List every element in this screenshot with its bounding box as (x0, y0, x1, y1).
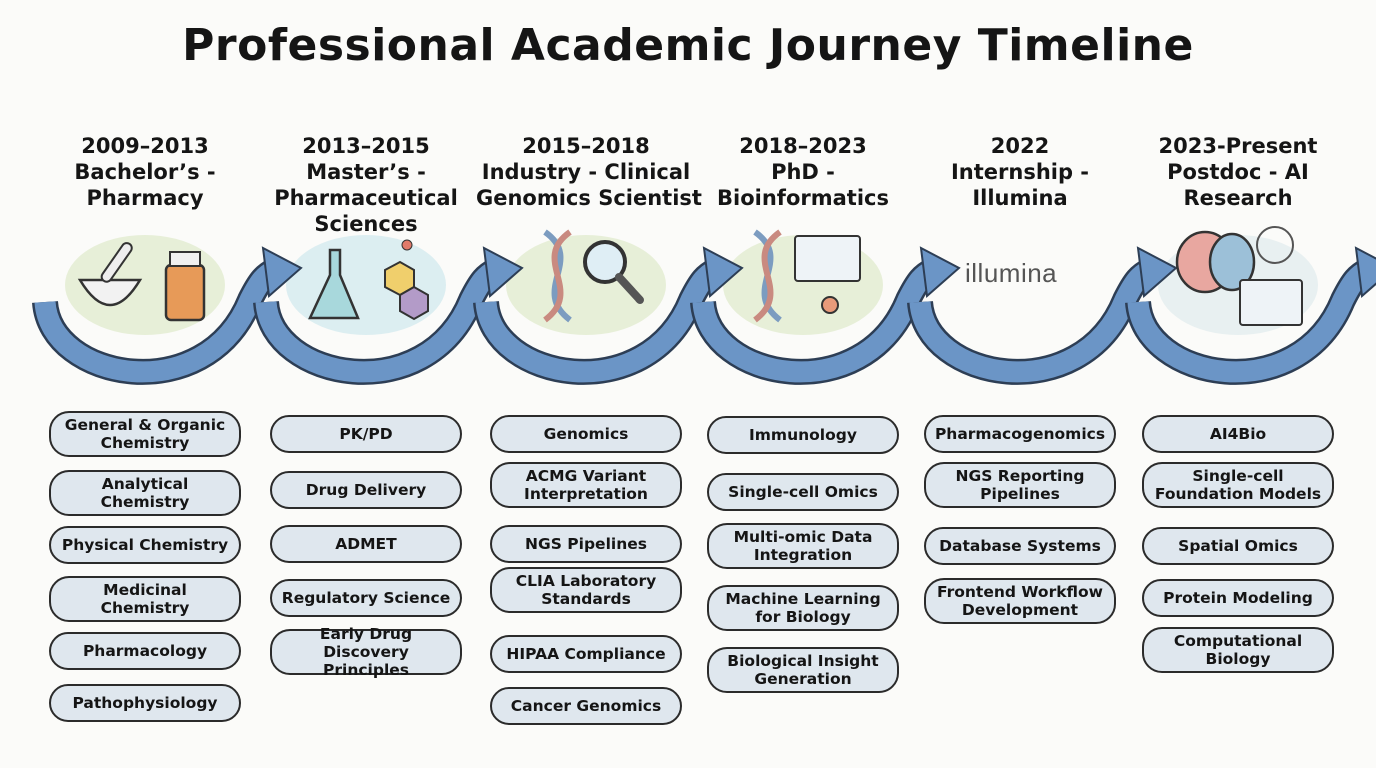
molecule-ring-icon (399, 285, 429, 321)
stage-line2: Pharmacy (86, 186, 204, 210)
skill-pill: CLIA Laboratory Standards (490, 567, 682, 613)
skill-pill: ACMG Variant Interpretation (490, 462, 682, 508)
stage-line3: Sciences (314, 212, 418, 236)
skill-pill: Protein Modeling (1142, 579, 1334, 617)
bottle-cap-icon (169, 251, 201, 267)
skill-pill: Physical Chemistry (49, 526, 241, 564)
skill-pill: Drug Delivery (270, 471, 462, 509)
pill-bottle-icon (164, 263, 206, 322)
skill-pill: Machine Learning for Biology (707, 585, 899, 631)
timeline-arrow (34, 260, 280, 383)
skill-pill: AI4Bio (1142, 415, 1334, 453)
skill-pill: HIPAA Compliance (490, 635, 682, 673)
stage-years: 2013–2015 (302, 134, 430, 158)
skill-pill: Pathophysiology (49, 684, 241, 722)
skill-pill: Early Drug Discovery Principles (270, 625, 462, 679)
timeline-arrow (1127, 260, 1373, 383)
skill-pill: Spatial Omics (1142, 527, 1334, 565)
code-screen-icon (1239, 279, 1303, 326)
skill-pill: Immunology (707, 416, 899, 454)
skill-pill: Genomics (490, 415, 682, 453)
dna-strand-icon (543, 229, 572, 323)
stage-years: 2022 (990, 134, 1050, 158)
skill-pill: General & Organic Chemistry (49, 411, 241, 457)
skill-pill: Computational Biology (1142, 627, 1334, 673)
arrow-head-icon (261, 246, 303, 298)
skill-pill: Biological Insight Generation (707, 647, 899, 693)
arrow-head-icon (482, 246, 524, 298)
skill-pill: Analytical Chemistry (49, 470, 241, 516)
skill-pill: Medicinal Chemistry (49, 576, 241, 622)
skill-pill: Cancer Genomics (490, 687, 682, 725)
arrow-head-icon (1354, 246, 1376, 298)
neural-network-icon (1256, 226, 1294, 264)
page-title: Professional Academic Journey Timeline (182, 20, 1194, 71)
magnifier-handle-icon (615, 273, 644, 304)
skill-pill: Pharmacology (49, 632, 241, 670)
pestle-icon (100, 242, 133, 283)
skill-pill: NGS Pipelines (490, 525, 682, 563)
timeline-arrow (255, 260, 501, 383)
skill-pill: Single-cell Foundation Models (1142, 462, 1334, 508)
stage-line1: Bachelor’s - (74, 160, 216, 184)
stage-line1: PhD - (771, 160, 835, 184)
magnifier-icon (583, 240, 627, 284)
skill-pill: ADMET (270, 525, 462, 563)
stage-line1: Industry - Clinical (481, 160, 691, 184)
stage-years: 2015–2018 (522, 134, 650, 158)
mortar-icon (77, 278, 143, 307)
stage-line2: Bioinformatics (717, 186, 889, 210)
atom-icon (401, 239, 413, 251)
arrow-head-icon (702, 246, 744, 298)
stage-years: 2009–2013 (81, 134, 209, 158)
brain-circuit-icon (1208, 232, 1256, 292)
skill-pill: Multi-omic Data Integration (707, 523, 899, 569)
stage-line1: Postdoc - AI (1167, 160, 1309, 184)
code-screen-icon (794, 235, 861, 282)
illumina-logo: illumina (965, 258, 1058, 288)
skill-pill: PK/PD (270, 415, 462, 453)
arrow-head-icon (1136, 246, 1178, 298)
stage-line1: Master’s - (306, 160, 426, 184)
timeline-arrow (692, 260, 938, 383)
stage-years: 2018–2023 (739, 134, 867, 158)
skill-pill: Database Systems (924, 527, 1116, 565)
stage-line1: Internship - (950, 160, 1090, 184)
skill-pill: Pharmacogenomics (924, 415, 1116, 453)
stage-line2: Pharmaceutical (274, 186, 458, 210)
timeline-arrow (909, 260, 1155, 383)
timeline-arrow (475, 260, 721, 383)
skill-pill: NGS Reporting Pipelines (924, 462, 1116, 508)
icon-backdrop (506, 235, 666, 335)
skill-pill: Single-cell Omics (707, 473, 899, 511)
flask-icon (308, 248, 360, 320)
stage-line2: Research (1183, 186, 1293, 210)
stage-years: 2023-Present (1158, 134, 1318, 158)
stage-line2: Illumina (972, 186, 1068, 210)
skill-pill: Regulatory Science (270, 579, 462, 617)
dna-strand-icon (753, 229, 782, 323)
icon-backdrop (286, 235, 446, 335)
arrow-head-icon (919, 246, 961, 298)
network-icon (821, 296, 839, 314)
skill-pill: Frontend Workflow Development (924, 578, 1116, 624)
stage-line2: Genomics Scientist (476, 186, 702, 210)
